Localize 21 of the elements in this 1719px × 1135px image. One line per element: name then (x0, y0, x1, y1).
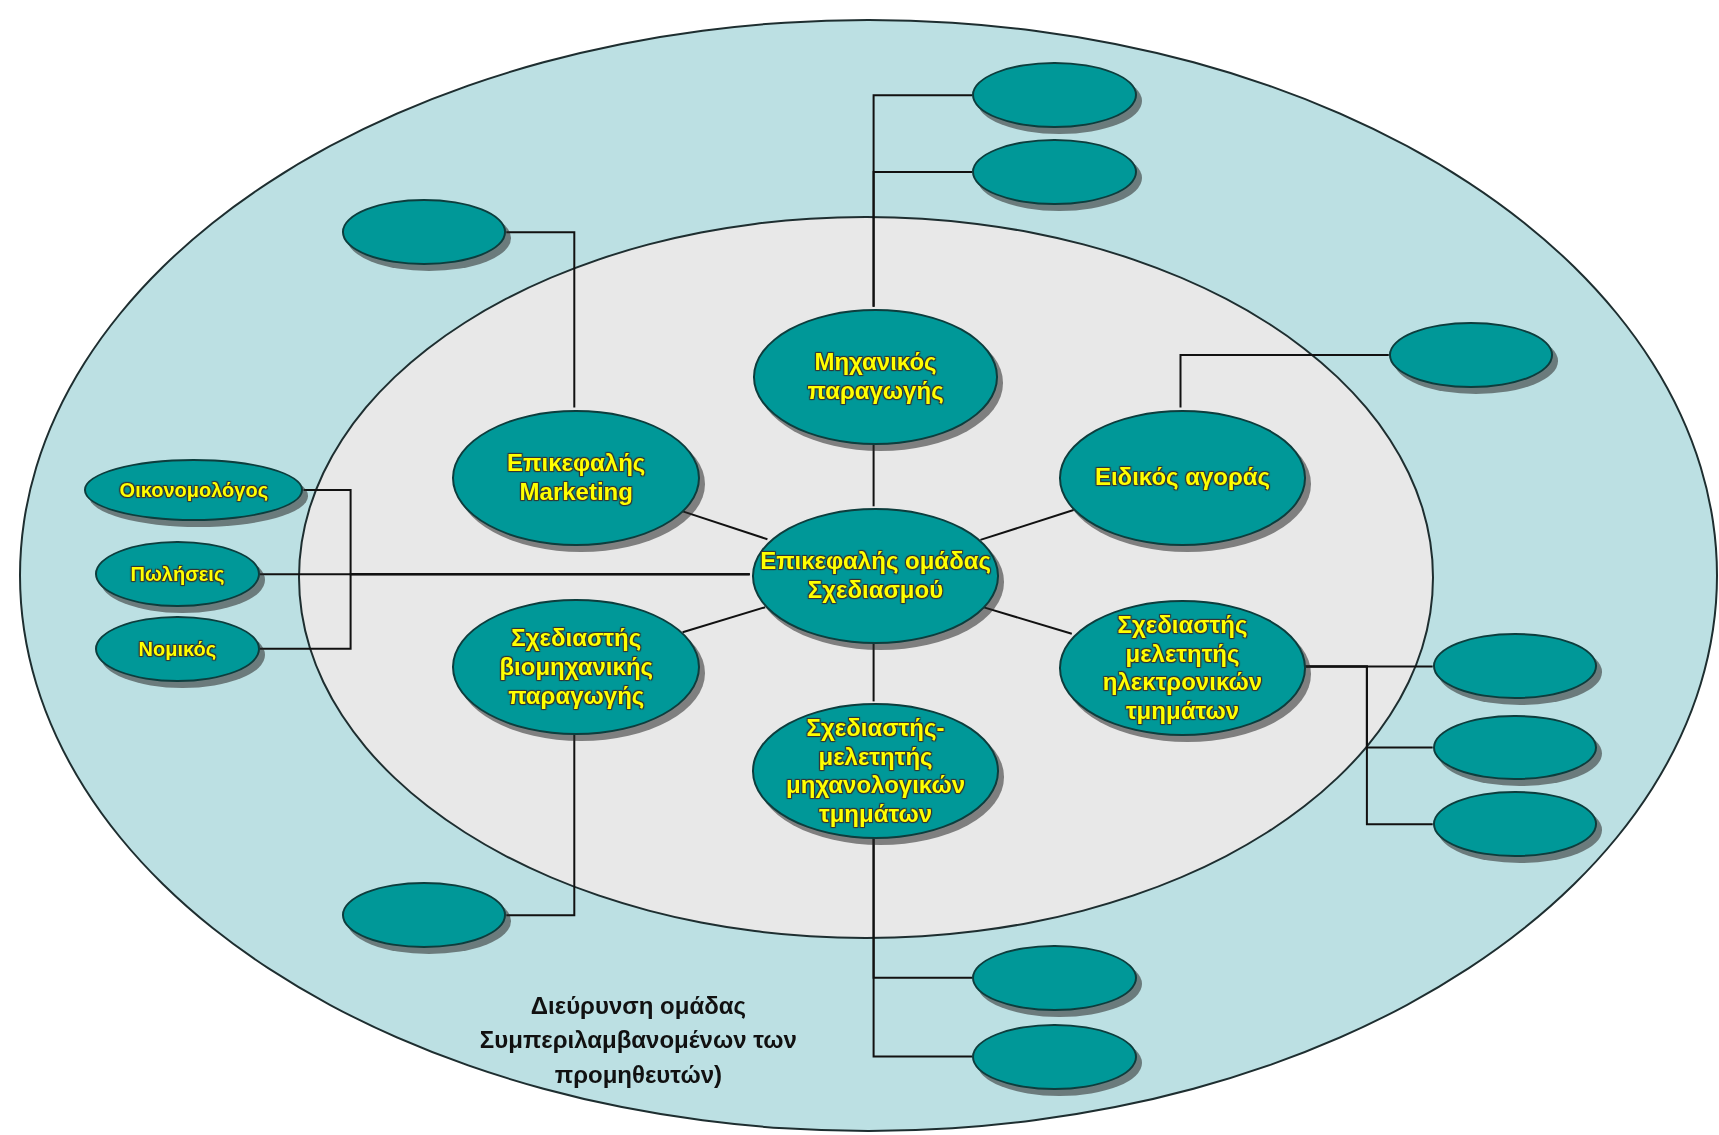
connector-line (1179, 354, 1390, 409)
connector-line (872, 836, 974, 1058)
node-label: Νομικός (137, 636, 218, 661)
node-label: Μηχανικός παραγωγής (806, 347, 945, 406)
node-label: Οικονομολόγος (118, 477, 270, 502)
connector-line (872, 170, 974, 308)
connector-line (505, 732, 576, 917)
node-label: Σχεδιαστής βιομηχανικής παραγωγής (498, 624, 654, 711)
node-label: Σχεδιαστής- μελετητής μηχανολογικών τμημάτων (785, 713, 967, 829)
node-label: Επικεφαλής ομάδας Σχεδιασμού (759, 547, 992, 606)
node-label: Σχεδιαστής μελετητής ηλεκτρονικών τμημάτων (1101, 610, 1264, 726)
caption-text: Διεύρυνση ομάδας Συμπεριλαμβανομένων των προμηθευτών) (478, 990, 798, 1091)
connector-line (505, 231, 576, 409)
connector-line (1303, 665, 1434, 826)
node-label: Πωλήσεις (129, 562, 226, 587)
connector-line (681, 606, 767, 634)
node-label: Επικεφαλής Marketing (506, 448, 647, 507)
connector-line (258, 573, 751, 650)
connector-line (872, 641, 875, 703)
node-label: Ειδικός αγοράς (1093, 463, 1272, 492)
connector-line (979, 509, 1075, 541)
